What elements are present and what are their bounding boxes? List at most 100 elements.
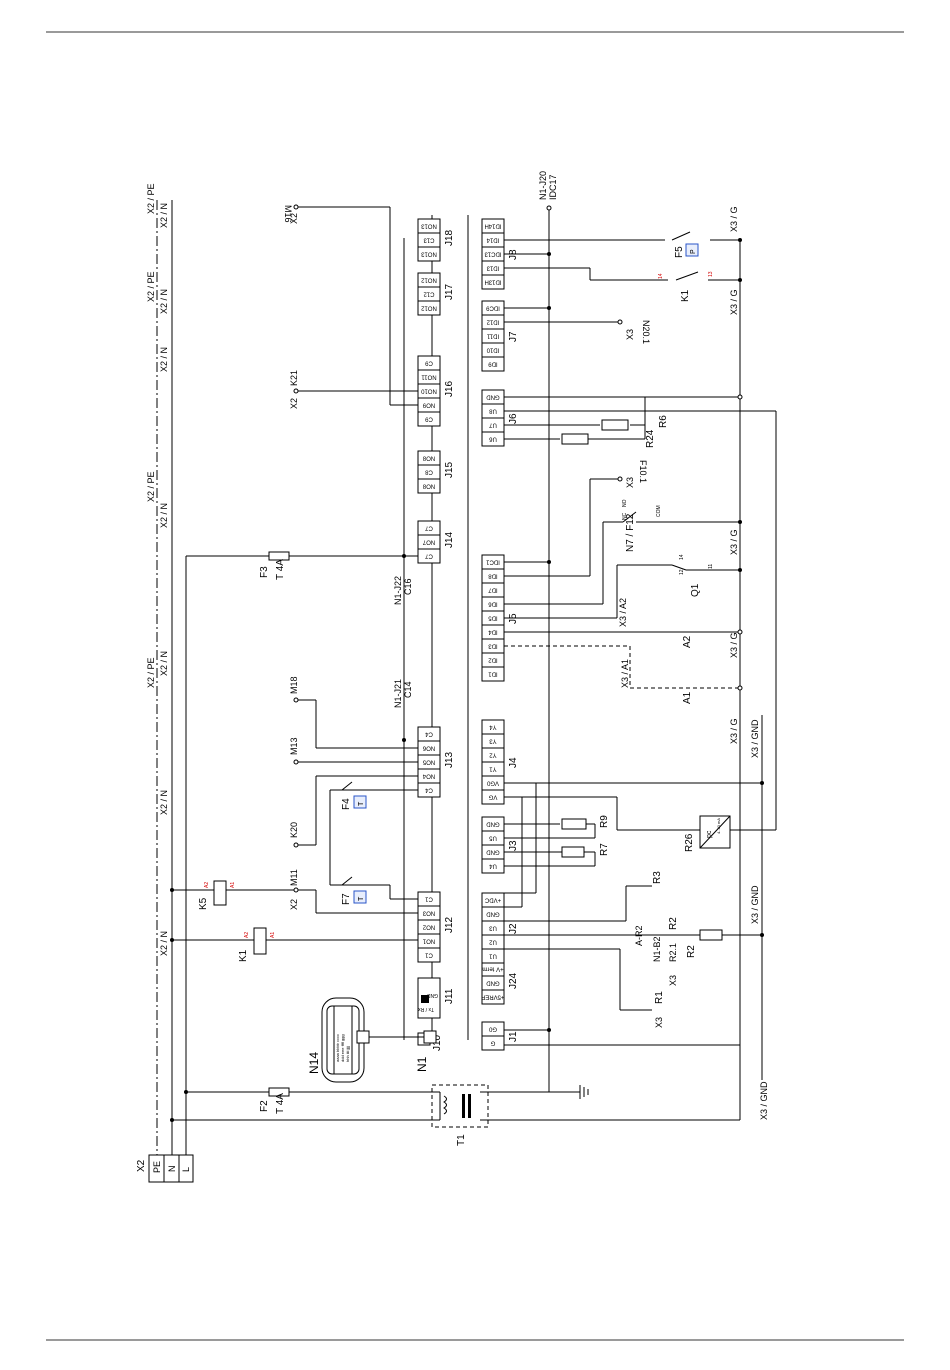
pin-label-j6-2: U8 bbox=[489, 407, 497, 413]
label-r3: R3 bbox=[652, 871, 663, 884]
pin-label-j7-2: ID11 bbox=[486, 332, 499, 338]
flow-switch-n7-f12 bbox=[622, 511, 637, 523]
pin-label-j18-0: NO13 bbox=[421, 250, 437, 256]
q1-pin-14: 14 bbox=[679, 554, 685, 560]
label-r1: R1 bbox=[654, 991, 665, 1004]
pin-label-j3-2: U5 bbox=[489, 834, 497, 840]
label-n7-f12: N7 / F12 bbox=[625, 513, 636, 552]
sensor-r7 bbox=[561, 846, 585, 858]
left-wiring bbox=[172, 204, 418, 941]
pin-label-j5-0: ID1 bbox=[488, 670, 498, 676]
q1-pin-11: 11 bbox=[708, 564, 714, 569]
pin-label-j6-3: GND bbox=[486, 393, 500, 399]
transformer-t1-label: T1 bbox=[456, 1134, 467, 1146]
rail-labels: X2 / PE X2 / N X2 / PE X2 / N X2 / N X2 … bbox=[146, 183, 169, 956]
label-q1: Q1 bbox=[690, 583, 701, 597]
label-ar2: A-R2 bbox=[634, 925, 644, 946]
terminal-l: L bbox=[181, 1167, 191, 1172]
label-r9: R9 bbox=[599, 815, 610, 828]
pin-label-j7-3: ID12 bbox=[486, 318, 499, 324]
display-n14-line-1: aaaa bbbb cccc bbox=[335, 1034, 340, 1062]
connector-label-j11: J11 bbox=[444, 988, 455, 1004]
label-x3-g-2: X3 / G bbox=[729, 289, 739, 315]
fuse-f2 bbox=[172, 1087, 440, 1121]
label-x3-f10: X3 bbox=[625, 477, 635, 488]
pin-label-j16-4: C9 bbox=[425, 359, 433, 365]
connector-label-j7: J7 bbox=[508, 331, 519, 342]
pin-label-j16-2: NO10 bbox=[421, 387, 437, 393]
pin-label-j18-1: C13 bbox=[423, 236, 435, 242]
label-x3-a2: X3 / A2 bbox=[618, 598, 628, 627]
label-x3-gnd-1: X3 / GND bbox=[750, 719, 760, 758]
fuse-f3-label: F3 bbox=[259, 566, 270, 578]
k1-pin-13: 13 bbox=[708, 271, 714, 277]
pressure-switch-f5 bbox=[671, 231, 699, 257]
pin-label-j4-0: VG bbox=[488, 793, 497, 799]
pin-label-j17-0: NO12 bbox=[421, 304, 437, 310]
pin-label-j24-1: GND bbox=[486, 979, 500, 985]
pin-label-j5-7: ID8 bbox=[488, 572, 498, 578]
pin-label-j14-2: C7 bbox=[425, 524, 433, 530]
controller-n1-label: N1 bbox=[415, 1056, 429, 1072]
pin-label-j4-5: Y4 bbox=[489, 723, 497, 729]
connector-label-j12: J12 bbox=[444, 916, 455, 933]
pin-label-j13-3: NO6 bbox=[422, 744, 435, 750]
connector-label-j15: J15 bbox=[444, 461, 455, 478]
display-n14-line-3: hhh iiii jjjj bbox=[345, 1046, 350, 1062]
pin-label-j14-0: C7 bbox=[425, 552, 433, 558]
label-k1-contact: K1 bbox=[680, 289, 691, 302]
label-x3-r2: X3 bbox=[668, 975, 678, 986]
pin-label-j15-1: C8 bbox=[425, 468, 433, 474]
r26-pc: pc bbox=[706, 830, 713, 838]
pin-label-j1-0: G bbox=[490, 1039, 495, 1045]
pin-label-j11-1: GND bbox=[427, 992, 439, 998]
pin-label-j4-3: Y2 bbox=[489, 751, 497, 757]
sensor-r6 bbox=[561, 433, 589, 445]
label-m18: M18 bbox=[289, 676, 299, 694]
pin-label-j2-3: GND bbox=[486, 910, 500, 916]
terminal-pe: PE bbox=[152, 1161, 162, 1173]
pin-label-j7-4: IDC9 bbox=[486, 304, 500, 310]
rail-label-x2-n-1: X2 / N bbox=[159, 203, 169, 228]
pin-label-j5-6: ID7 bbox=[488, 586, 498, 592]
connector-label-j10: J10 bbox=[432, 1034, 443, 1051]
pin-label-j4-2: Y1 bbox=[489, 765, 497, 771]
pin-label-j12-1: NO1 bbox=[422, 937, 435, 943]
connector-label-j18: J18 bbox=[444, 229, 455, 246]
pin-label-j2-1: U2 bbox=[489, 938, 497, 944]
label-x3-gnd-2: X3 / GND bbox=[750, 885, 760, 924]
pin-label-j12-4: C1 bbox=[425, 895, 433, 901]
pin-label-j14-1: NO7 bbox=[422, 538, 435, 544]
rail-label-x2-n-5: X2 / N bbox=[159, 651, 169, 676]
label-f4: F4 bbox=[341, 798, 352, 810]
label-idc17: IDC17 bbox=[548, 174, 558, 200]
pin-label-j16-3: NO11 bbox=[421, 373, 437, 379]
label-r2-top: R2 bbox=[668, 917, 679, 930]
right-wiring bbox=[504, 239, 777, 1120]
pin-label-j4-1: VG0 bbox=[486, 779, 499, 785]
pin-label-j5-1: ID2 bbox=[488, 656, 498, 662]
pin-label-j8-2: IDC13 bbox=[484, 250, 502, 256]
pin-label-j8-4: ID14H bbox=[484, 222, 501, 228]
terminal-n: N bbox=[167, 1166, 177, 1173]
fuse-f3-rating: T 4A bbox=[275, 559, 286, 580]
label-n1-j22: N1-J22 bbox=[393, 576, 403, 605]
connector-label-j24: J24 bbox=[508, 972, 519, 989]
pin-label-j15-2: NO8 bbox=[422, 454, 435, 460]
pin-label-j7-0: ID9 bbox=[488, 360, 498, 366]
transformer-t1 bbox=[431, 1084, 740, 1128]
k1-pin-a2: A2 bbox=[244, 932, 250, 938]
label-r2: R2 bbox=[686, 945, 697, 958]
pin-label-j2-4: +VDC bbox=[484, 896, 501, 902]
r26-range: 4..20 mA bbox=[716, 818, 721, 834]
pin-label-j1-1: G0 bbox=[488, 1025, 497, 1031]
